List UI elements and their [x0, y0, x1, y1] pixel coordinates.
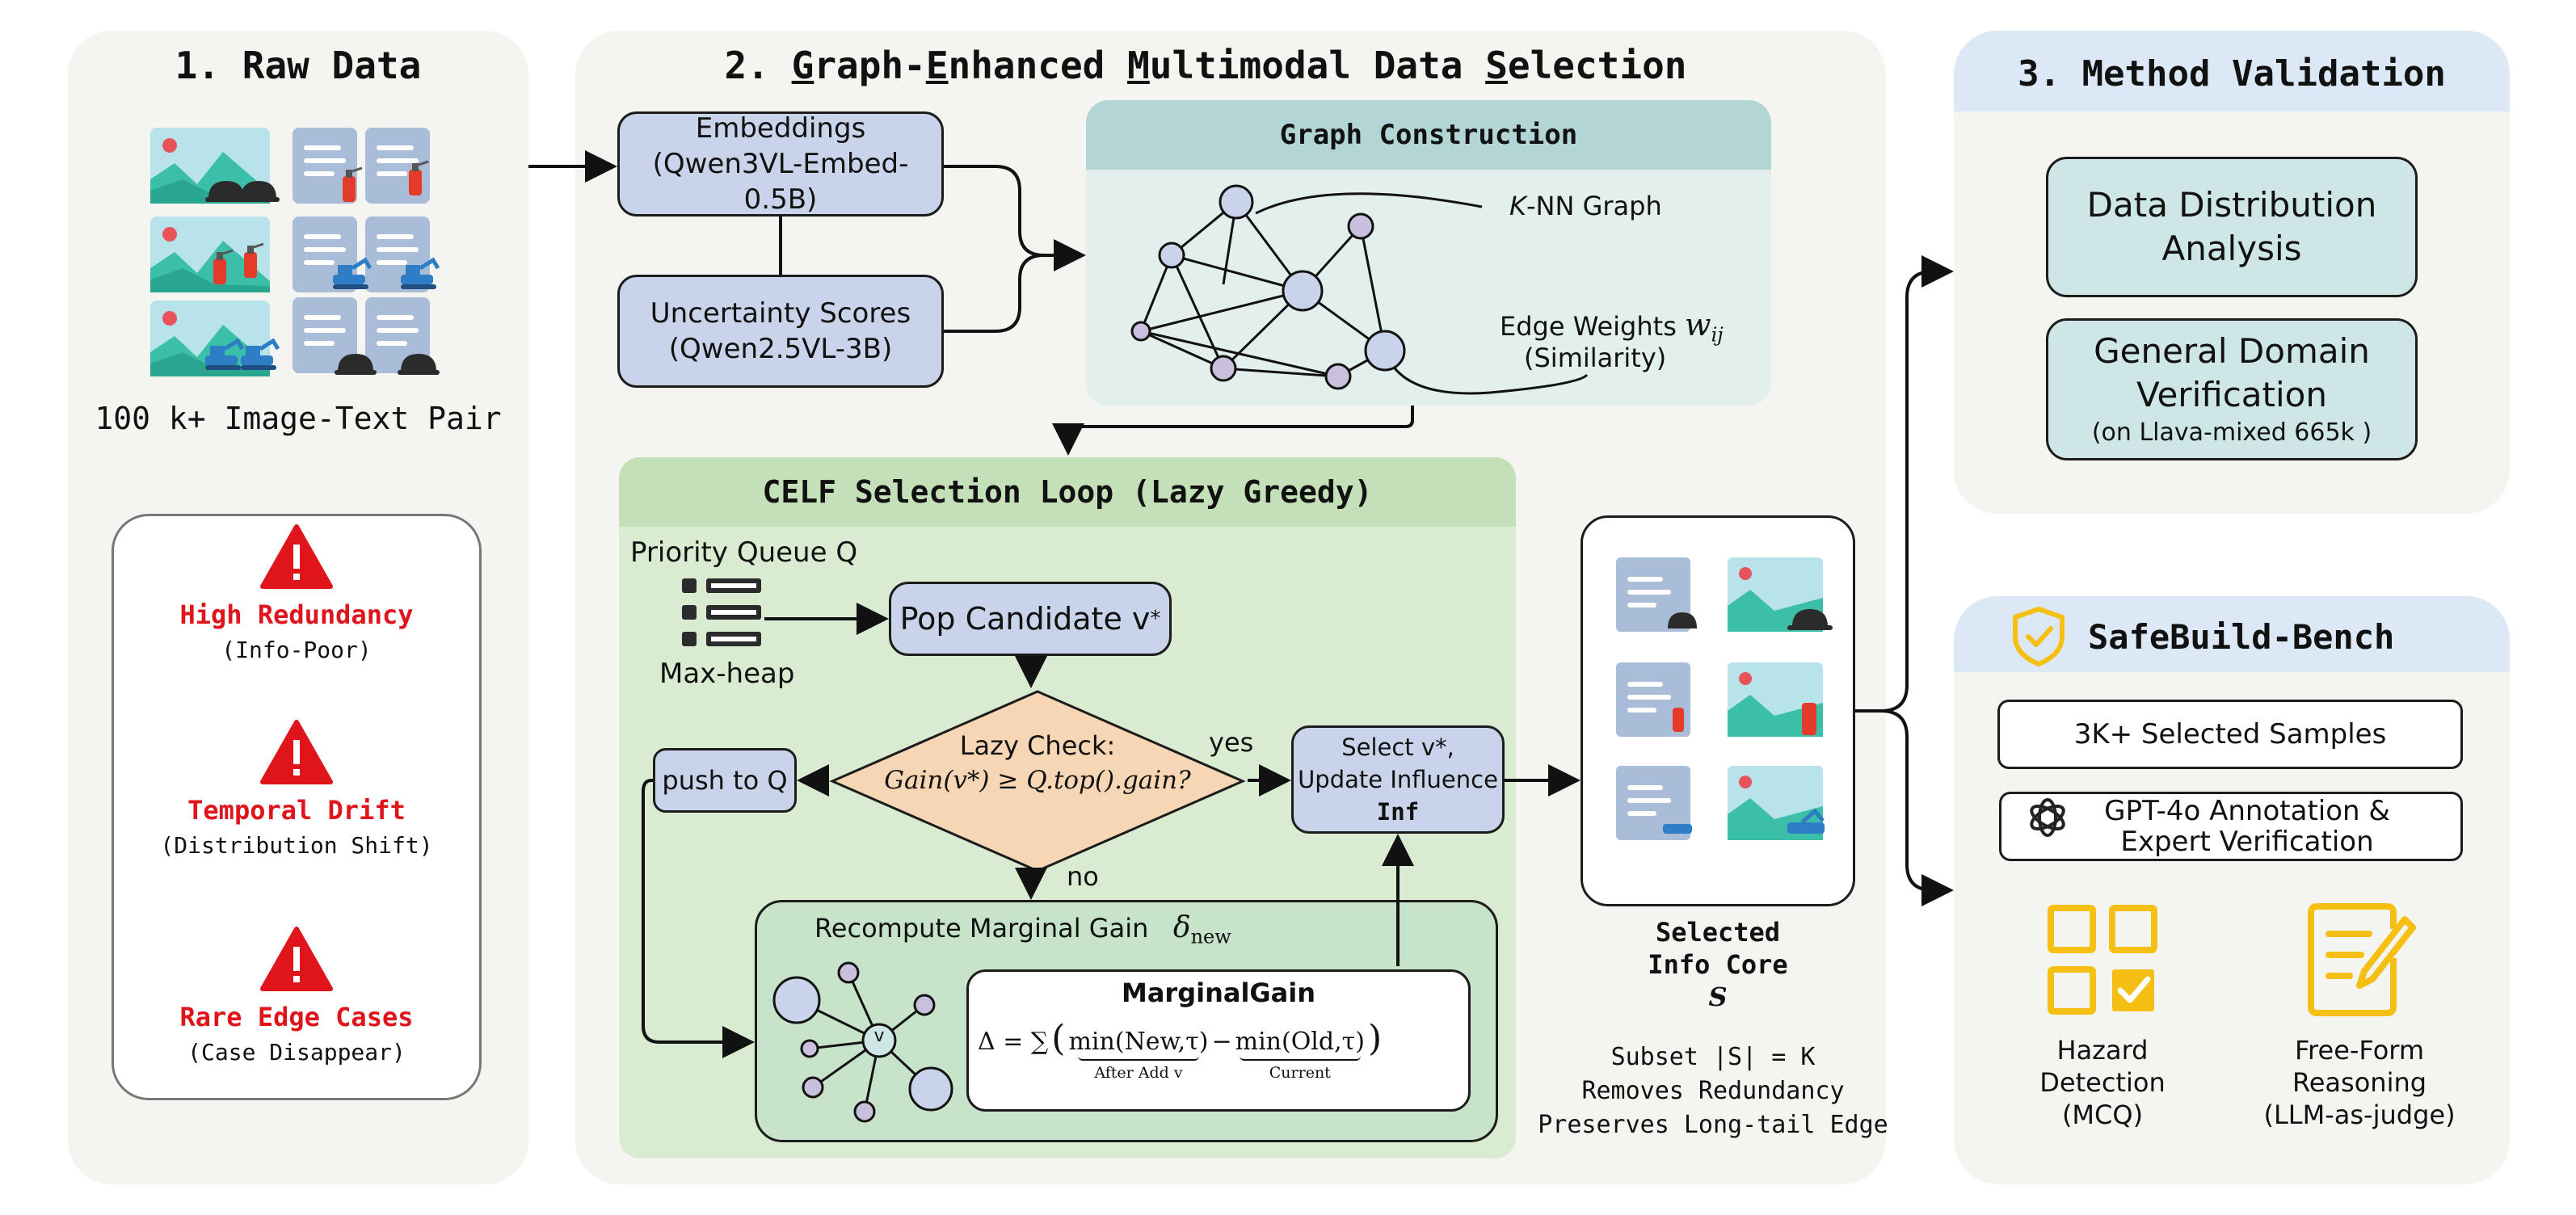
yes-label: yes [1209, 727, 1254, 758]
lazy-check-title: Lazy Check: [959, 730, 1116, 761]
issue-title-2: Temporal Drift [187, 795, 406, 826]
form-pencil-icon [2308, 903, 2416, 1016]
no-label: no [1067, 861, 1099, 892]
uncertainty-box: Uncertainty Scores(Qwen2.5VL-3B) [617, 275, 944, 388]
validation-title: 3. Method Validation [2018, 53, 2446, 95]
node-v-label: v [873, 1026, 885, 1046]
annotation-box: GPT-4o Annotation &Expert Verification [1999, 792, 2463, 861]
graph-construction-box: Graph Construction [1086, 100, 1771, 406]
node-neighborhood [772, 961, 953, 1123]
knn-graph [1130, 184, 1589, 395]
issue-sub-3: (Case Disappear) [187, 1039, 406, 1066]
celf-header: CELF Selection Loop (Lazy Greedy) [619, 457, 1516, 527]
safebuild-panel [1954, 596, 2510, 1184]
similarity-label: (Similarity) [1524, 343, 1667, 373]
samples-box: 3K+ Selected Samples [1997, 700, 2463, 769]
safebuild-title: SafeBuild-Bench [2088, 617, 2395, 657]
push-to-q-box: push to Q [653, 748, 797, 813]
warning-icon [260, 927, 333, 991]
raw-data-title: 1. Raw Data [175, 44, 422, 87]
lazy-check-formula: Gain(v*) ≥ Q.top().gain? [884, 766, 1191, 795]
priority-queue-label: Priority Queue Q [630, 536, 858, 569]
hazard-grid-icon [2048, 905, 2157, 1015]
edge-weights-label: Edge Weights wij [1500, 307, 1724, 347]
maxheap-label: Max-heap [659, 658, 795, 690]
selected-thumbnails [1616, 557, 1833, 840]
gems-title: 2. Graph-Enhanced Multimodal Data Select… [724, 44, 1687, 87]
issue-sub-2: (Distribution Shift) [160, 832, 433, 859]
knn-label: K-NN Graph [1509, 191, 1662, 221]
issues-box [112, 514, 482, 1100]
shield-check-icon [2013, 607, 2065, 666]
pair-label: 100 k+ Image-Text Pair [95, 401, 502, 436]
marginal-gain-title: MarginalGain [1121, 977, 1316, 1008]
pop-candidate-box: Pop Candidate v* [889, 582, 1172, 656]
issue-sub-1: (Info-Poor) [221, 637, 372, 663]
openai-logo-icon [2030, 798, 2065, 837]
issue-title-1: High Redundancy [179, 599, 414, 630]
graph-header: Graph Construction [1086, 100, 1771, 170]
marginal-gain-box [966, 969, 1471, 1112]
priority-queue-icon [682, 578, 761, 646]
warning-icon [260, 720, 333, 784]
embeddings-box: Embeddings(Qwen3VL-Embed-0.5B) [617, 111, 944, 217]
warning-icon [260, 524, 333, 589]
recompute-label: Recompute Marginal Gain δnew [814, 911, 1231, 948]
issue-title-3: Rare Edge Cases [179, 1002, 414, 1032]
marginal-gain-formula: Δ = ∑ ( min(New,τ) After Add v − min(Old… [978, 1018, 1383, 1083]
